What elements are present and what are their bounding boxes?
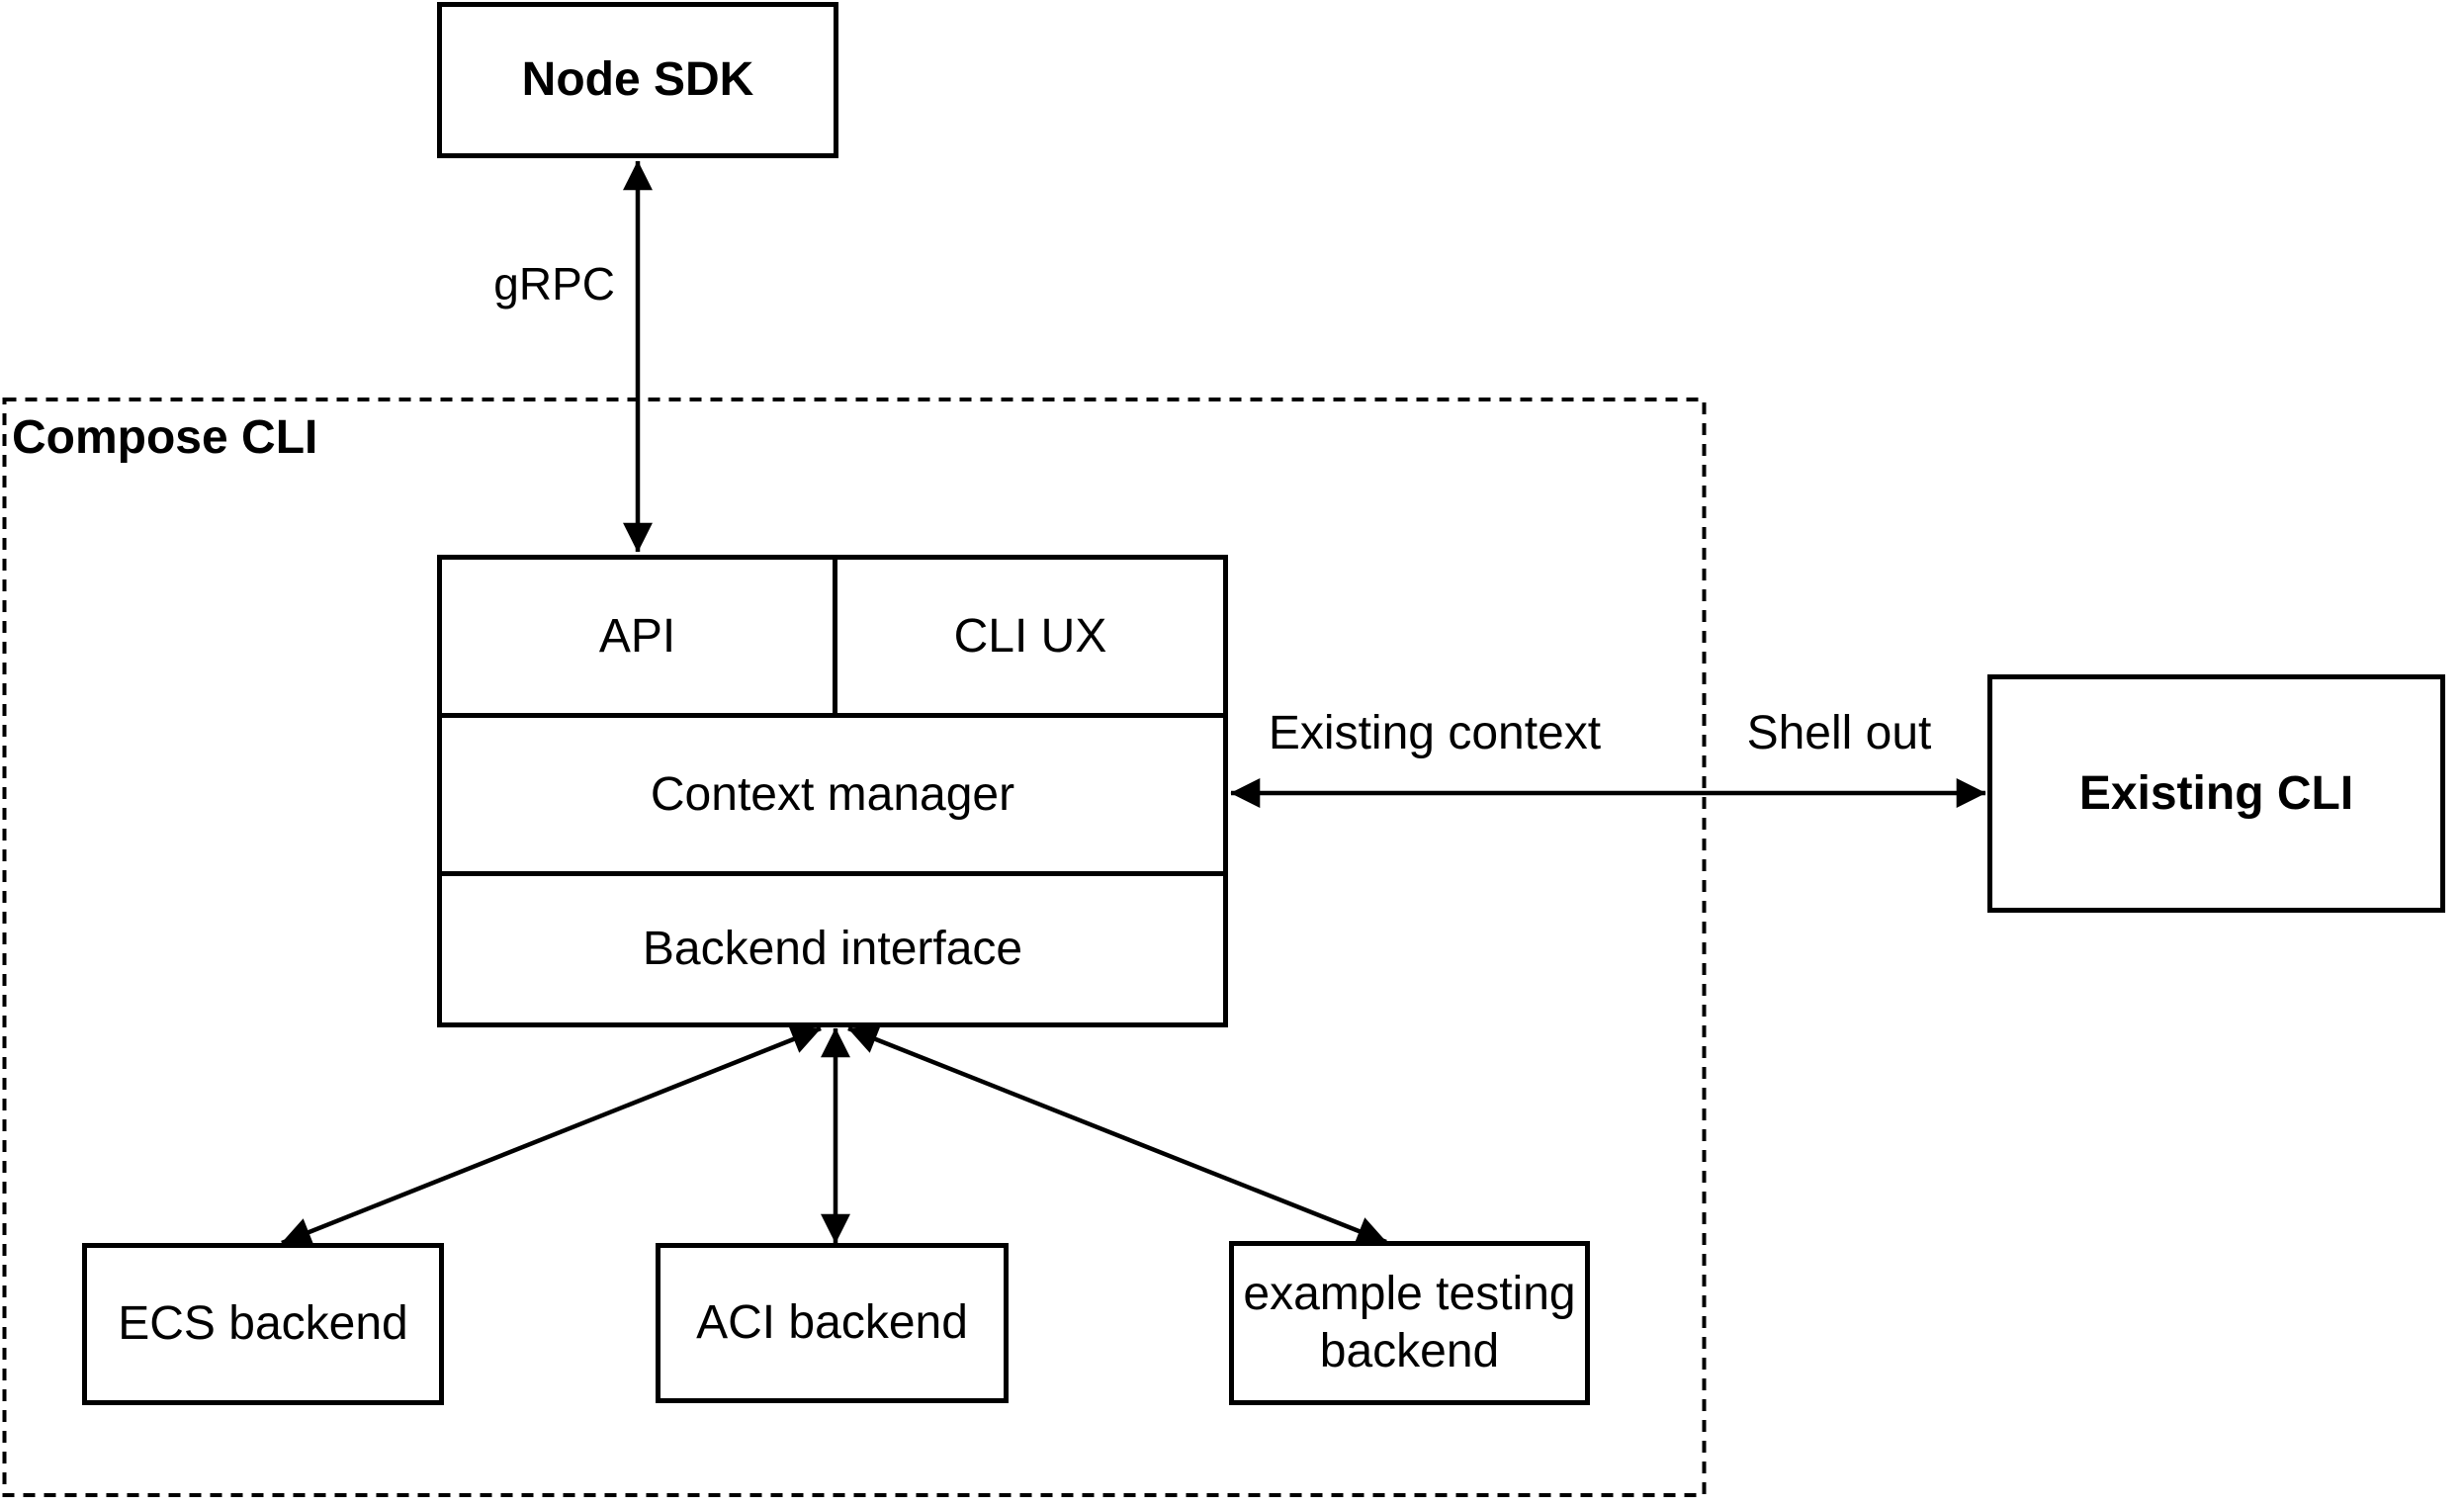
node-api: API — [442, 560, 837, 713]
node-ecs-backend-label: ECS backend — [118, 1297, 408, 1350]
node-cli-ux: CLI UX — [837, 560, 1223, 713]
node-aci-backend: ACI backend — [656, 1243, 1009, 1403]
example-backend-connector-arrow — [847, 1024, 1387, 1246]
node-api-label: API — [598, 609, 676, 663]
node-node-sdk-label: Node SDK — [521, 53, 754, 106]
node-example-testing-backend-label-line1: example testing — [1243, 1268, 1576, 1320]
grpc-edge-label: gRPC — [493, 258, 615, 310]
node-ecs-backend: ECS backend — [82, 1243, 444, 1405]
node-compose-cli-stack: API CLI UX Context manager Backend inter… — [437, 555, 1228, 1027]
ecs-backend-connector-arrow — [281, 1024, 822, 1247]
node-example-testing-backend-label-line2: backend — [1319, 1325, 1500, 1377]
shell-out-edge-label: Shell out — [1746, 707, 1932, 759]
stack-row-api-cli-ux: API CLI UX — [442, 560, 1223, 718]
existing-context-edge-label: Existing context — [1268, 707, 1602, 759]
node-cli-ux-label: CLI UX — [953, 609, 1107, 663]
node-existing-cli: Existing CLI — [1987, 674, 2445, 913]
node-example-testing-backend: example testing backend — [1229, 1241, 1590, 1405]
node-existing-cli-label: Existing CLI — [2078, 766, 2354, 820]
node-backend-interface: Backend interface — [442, 876, 1223, 1022]
node-node-sdk: Node SDK — [437, 2, 838, 158]
node-aci-backend-label: ACI backend — [696, 1296, 968, 1349]
node-backend-interface-label: Backend interface — [642, 923, 1023, 975]
compose-cli-container-label: Compose CLI — [12, 411, 318, 464]
node-context-manager-label: Context manager — [650, 767, 1015, 821]
compose-cli-container-border — [2, 398, 1707, 1497]
node-context-manager: Context manager — [442, 718, 1223, 876]
